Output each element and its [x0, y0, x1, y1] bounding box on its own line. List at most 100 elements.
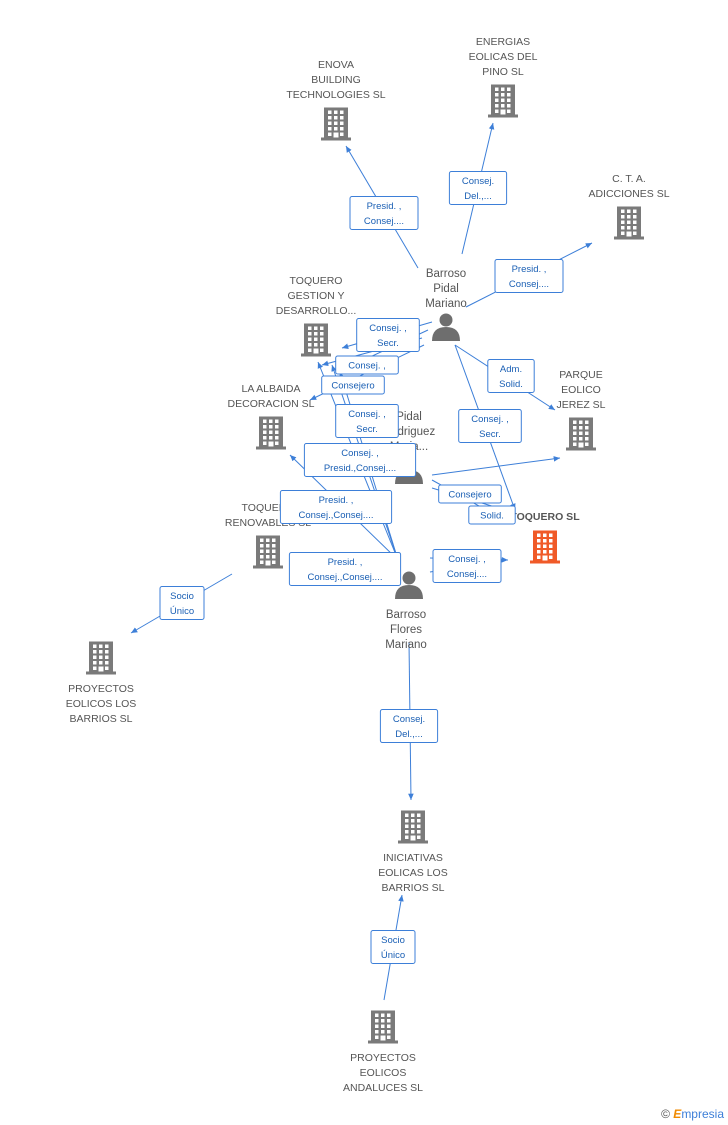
relation-text-r17-2: Del.,... [395, 729, 422, 740]
building-icon [488, 84, 518, 118]
relation-label-r4[interactable]: Consej. ,Secr. [356, 318, 420, 352]
brand-name: mpresia [681, 1107, 724, 1121]
person-icon [395, 571, 423, 599]
relation-text-r15-2: Consej.... [447, 569, 487, 580]
person-label-barroso-flores-line-2: Flores [390, 624, 422, 636]
building-icon [301, 323, 331, 357]
relation-label-r3[interactable]: Presid. ,Consej.... [494, 259, 564, 293]
company-node-cta[interactable]: C. T. A. ADICCIONES SL [588, 173, 670, 240]
relation-text-r12-1: Solid. [480, 511, 504, 522]
company-label-enova-line-2: BUILDING [311, 74, 361, 86]
building-icon [398, 810, 428, 844]
company-label-proyectos-andaluces-line-3: ANDALUCES SL [343, 1082, 423, 1094]
person-label-barroso-flores-line-1: Barroso [386, 609, 426, 621]
relation-label-r10[interactable]: Consej. , Presid.,Consej.... [303, 443, 417, 477]
relation-label-r12[interactable]: Solid. [468, 505, 516, 525]
person-label-barroso-pidal-line-1: Barroso [426, 268, 466, 280]
brand-watermark[interactable]: © Empresia [661, 1107, 724, 1121]
relation-text-r16-2: Único [170, 606, 194, 617]
company-label-cta-line-2: ADICCIONES SL [588, 188, 669, 200]
company-label-energias-line-2: EOLICAS DEL [469, 51, 538, 63]
relation-label-r9[interactable]: Consej. , Secr. [458, 409, 522, 443]
person-label-barroso-flores-line-3: Mariano [385, 639, 427, 651]
relation-text-r18-1: Socio [381, 935, 405, 946]
relation-text-r15-1: Consej. , [448, 554, 486, 565]
company-node-toquero-gestion[interactable]: TOQUERO GESTION Y DESARROLLO... [276, 275, 357, 357]
relation-text-r2-2: Del.,... [464, 191, 491, 202]
edge-line-14 [431, 456, 561, 476]
company-node-albaida[interactable]: LA ALBAIDA DECORACION SL [228, 383, 315, 450]
relation-text-r6-1: Consejero [331, 381, 374, 392]
company-node-energias[interactable]: ENERGIAS EOLICAS DEL PINO SL [469, 36, 538, 118]
company-label-proyectos-andaluces-line-1: PROYECTOS [350, 1052, 416, 1064]
company-label-parque-line-3: JEREZ SL [556, 399, 605, 411]
relation-label-r13[interactable]: Presid. , Consej.,Consej.... [279, 490, 393, 524]
company-label-toquero-gestion-line-3: DESARROLLO... [276, 305, 357, 317]
company-node-toquero-sl[interactable]: TOQUERO SL [510, 511, 580, 564]
relation-label-r6[interactable]: Consejero [321, 375, 385, 395]
relation-text-r14-2: Consej.,Consej.... [308, 572, 383, 583]
company-label-proyectos-andaluces-line-2: EOLICOS [360, 1067, 407, 1079]
relation-label-r8[interactable]: Consej. , Secr. [335, 404, 399, 438]
company-label-iniciativas-line-1: INICIATIVAS [383, 852, 443, 864]
company-label-albaida-line-2: DECORACION SL [228, 398, 315, 410]
relation-text-r7-1: Adm. [500, 364, 522, 375]
company-node-parque[interactable]: PARQUE EOLICO JEREZ SL [556, 369, 606, 451]
company-label-cta-line-1: C. T. A. [612, 173, 646, 185]
relation-label-r5[interactable]: Consej. , [335, 355, 399, 375]
relation-text-r11-1: Consejero [448, 490, 491, 501]
relation-text-r7-2: Solid. [499, 379, 523, 390]
relation-text-r8-2: Secr. [356, 424, 378, 435]
relation-text-r13-2: Consej.,Consej.... [299, 510, 374, 521]
relation-text-r9-2: Secr. [479, 429, 501, 440]
relation-text-r18-2: Único [381, 950, 405, 961]
relation-label-r14[interactable]: Presid. ,Consej.,Consej.... [288, 552, 402, 586]
relation-label-r11[interactable]: Consejero [438, 484, 502, 504]
building-icon [86, 641, 116, 675]
company-label-parque-line-2: EOLICO [561, 384, 601, 396]
company-label-energias-line-1: ENERGIAS [476, 36, 530, 48]
person-label-barroso-pidal-line-2: Pidal [433, 283, 459, 295]
company-label-albaida-line-1: LA ALBAIDA [242, 383, 301, 395]
company-label-proyectos-barrios-line-2: EOLICOS LOS [66, 698, 137, 710]
relation-label-r7[interactable]: Adm. Solid. [487, 359, 535, 393]
company-node-proyectos-andaluces[interactable]: PROYECTOS EOLICOS ANDALUCES SL [343, 1010, 423, 1095]
person-label-pidal-rodriguez-line-1: Pidal [396, 411, 422, 423]
company-label-enova-line-3: TECHNOLOGIES SL [286, 89, 385, 101]
company-label-proyectos-barrios-line-3: BARRIOS SL [69, 713, 132, 725]
relations-layer: Presid. ,Consej....Consej.Del.,...Presid… [159, 171, 564, 964]
company-label-parque-line-1: PARQUE [559, 369, 603, 381]
company-label-toquero-sl-line-1: TOQUERO SL [510, 511, 580, 523]
relation-label-r2[interactable]: Consej. Del.,... [448, 171, 508, 205]
company-node-iniciativas[interactable]: INICIATIVAS EOLICAS LOS BARRIOS SL [378, 810, 448, 895]
person-label-barroso-pidal-line-3: Mariano [425, 298, 467, 310]
relation-text-r10-1: Consej. , [341, 448, 379, 459]
building-icon [368, 1010, 398, 1044]
relation-text-r2-1: Consej. [462, 176, 494, 187]
relation-text-r4-2: Secr. [377, 338, 399, 349]
building-icon [566, 417, 596, 451]
company-label-toquero-gestion-line-2: GESTION Y [288, 290, 345, 302]
relation-text-r5-1: Consej. , [348, 361, 386, 372]
relation-text-r10-2: Presid.,Consej.... [324, 463, 396, 474]
relation-text-r3-1: Presid. , [512, 264, 547, 275]
brand-initial: E [673, 1107, 682, 1121]
relation-text-r9-1: Consej. , [471, 414, 509, 425]
company-label-iniciativas-line-2: EOLICAS LOS [378, 867, 447, 879]
relation-text-r17-1: Consej. [393, 714, 425, 725]
company-label-toquero-gestion-line-1: TOQUERO [290, 275, 343, 287]
relation-label-r15[interactable]: Consej. , Consej.... [432, 549, 502, 583]
company-label-energias-line-3: PINO SL [482, 66, 524, 78]
relation-text-r1-1: Presid. , [367, 201, 402, 212]
relation-text-r13-1: Presid. , [319, 495, 354, 506]
relation-text-r8-1: Consej. , [348, 409, 386, 420]
relation-label-r1[interactable]: Presid. ,Consej.... [349, 196, 419, 230]
company-label-iniciativas-line-3: BARRIOS SL [381, 882, 444, 894]
relation-label-r17[interactable]: Consej. Del.,... [379, 709, 439, 743]
